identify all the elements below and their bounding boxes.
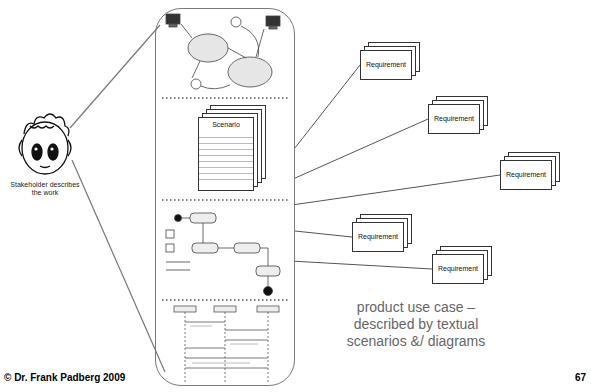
document-title: Scenario	[210, 121, 242, 128]
connector-line	[295, 261, 432, 269]
card-front: Requirement	[500, 160, 552, 190]
activity-sketch	[166, 213, 280, 296]
card-front: Requirement	[352, 222, 404, 252]
stakeholder-label: Stakeholder describes the work	[8, 181, 82, 198]
panel-caption: product use case – described by textual …	[332, 299, 500, 350]
use-case-sketch	[166, 14, 280, 89]
requirement-card: Requirement	[432, 254, 484, 284]
connector-line	[295, 175, 500, 205]
requirement-text: Requirement	[438, 265, 478, 273]
scenario-document: Scenario	[198, 117, 254, 191]
connector-line	[295, 119, 428, 178]
sequence-sketch	[174, 306, 279, 382]
card-front: Requirement	[428, 104, 480, 134]
requirement-text: Requirement	[506, 171, 546, 179]
requirement-card: Requirement	[428, 104, 480, 134]
connector-line	[295, 231, 352, 237]
card-front: Requirement	[360, 50, 412, 80]
zoom-wedge	[70, 25, 165, 372]
page-front: Scenario	[198, 117, 254, 191]
card-front: Requirement	[432, 254, 484, 284]
requirement-text: Requirement	[358, 233, 398, 241]
requirement-card: Requirement	[352, 222, 404, 252]
copyright-note: © Dr. Frank Padberg 2009	[4, 372, 204, 384]
section-separator	[162, 98, 288, 300]
requirement-card: Requirement	[500, 160, 552, 190]
slide-number: 67	[540, 372, 586, 384]
stakeholder-head	[19, 114, 71, 174]
use-case-panel: product use case – described by textual …	[155, 8, 295, 386]
connector-line	[295, 65, 360, 148]
requirement-text: Requirement	[434, 115, 474, 123]
requirement-card: Requirement	[360, 50, 412, 80]
requirement-text: Requirement	[366, 61, 406, 69]
